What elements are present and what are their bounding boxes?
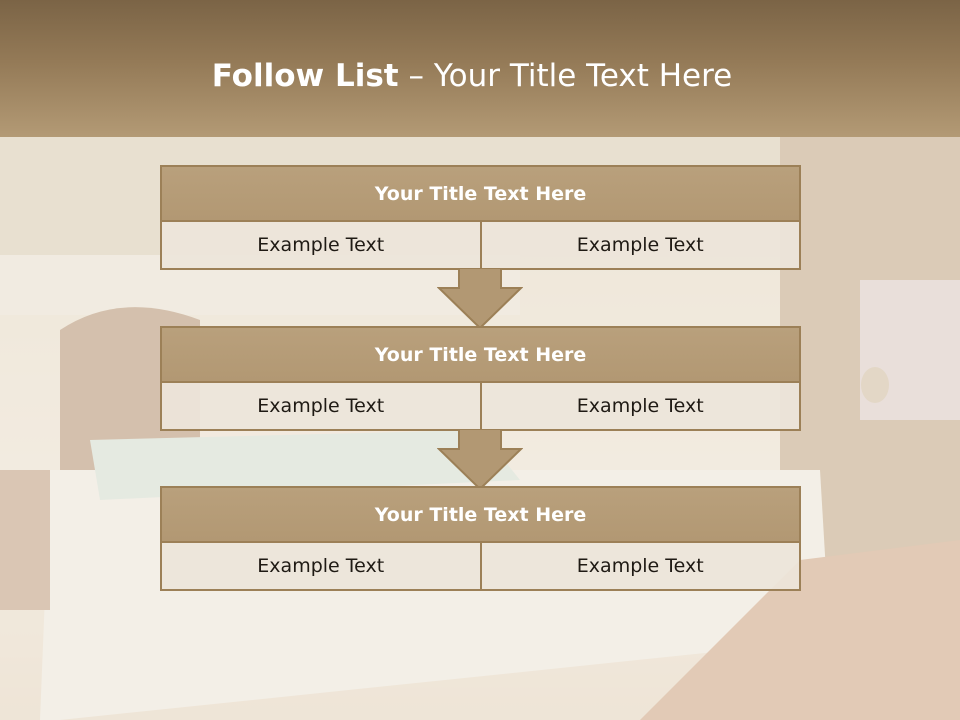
step-3-left-text: Example Text [160, 541, 482, 591]
step-3-right-text: Example Text [479, 541, 801, 591]
step-block-3: Your Title Text Here Example Text Exampl… [160, 486, 801, 591]
step-title-1: Your Title Text Here [160, 165, 801, 222]
step-2-right-text: Example Text [479, 381, 801, 431]
step-1-right-text: Example Text [479, 220, 801, 270]
page-title-bold: Follow List [211, 58, 399, 94]
step-block-1: Your Title Text Here Example Text Exampl… [160, 165, 801, 270]
step-block-2: Your Title Text Here Example Text Exampl… [160, 326, 801, 431]
page-title-rest: – Your Title Text Here [398, 58, 733, 94]
step-title-3: Your Title Text Here [160, 486, 801, 543]
step-row-2: Example Text Example Text [160, 381, 801, 431]
page-title: Follow List – Your Title Text Here [0, 54, 944, 98]
step-1-left-text: Example Text [160, 220, 482, 270]
down-arrow-icon [437, 429, 523, 491]
step-row-1: Example Text Example Text [160, 220, 801, 270]
step-row-3: Example Text Example Text [160, 541, 801, 591]
down-arrow-icon [437, 268, 523, 330]
step-2-left-text: Example Text [160, 381, 482, 431]
header-bar: Follow List – Your Title Text Here [0, 0, 960, 137]
step-title-2: Your Title Text Here [160, 326, 801, 383]
